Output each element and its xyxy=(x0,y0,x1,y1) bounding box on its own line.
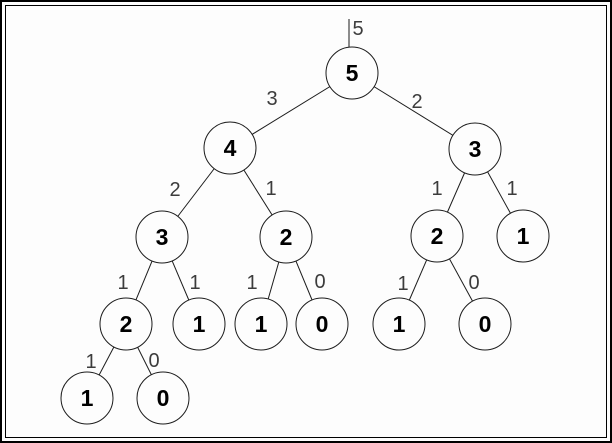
edge-label-lll-lllr: 0 xyxy=(148,350,159,372)
tree-node-value-r: 3 xyxy=(469,136,482,162)
edge-label-root-r: 2 xyxy=(411,91,422,113)
tree-node-value-l: 4 xyxy=(224,135,237,161)
tree-node-value-lr: 2 xyxy=(280,224,293,250)
tree-node-rlr xyxy=(458,297,512,351)
tree-node-rl xyxy=(410,209,464,263)
edge-label-rl-rll: 1 xyxy=(397,273,408,295)
edge-label-r-rr: 1 xyxy=(506,178,517,200)
tree-node-value-lrl: 1 xyxy=(255,311,268,337)
tree-node-value-root: 5 xyxy=(346,60,359,86)
edge-label-lll-llll: 1 xyxy=(85,351,96,373)
tree-node-value-rlr: 0 xyxy=(479,311,492,337)
edge-label-r-rl: 1 xyxy=(431,178,442,200)
tree-node-value-llll: 1 xyxy=(81,385,94,411)
tree-node-lrr xyxy=(295,297,349,351)
root-return-value-label: 5 xyxy=(352,18,363,40)
edge-label-lr-lrr: 0 xyxy=(314,271,325,293)
edge-label-ll-llr: 1 xyxy=(189,272,200,294)
edge-label-lr-lrl: 1 xyxy=(246,272,257,294)
tree-node-l xyxy=(203,121,257,175)
tree-node-value-lll: 2 xyxy=(120,311,133,337)
tree-node-r xyxy=(448,122,502,176)
tree-node-value-llr: 1 xyxy=(193,311,206,337)
tree-node-value-rr: 1 xyxy=(517,223,530,249)
edge-label-l-ll: 2 xyxy=(169,179,180,201)
edge-label-rl-rlr: 0 xyxy=(468,272,479,294)
tree-node-ll xyxy=(135,210,189,264)
tree-node-lr xyxy=(259,210,313,264)
tree-node-lll xyxy=(99,297,153,351)
tree-node-root xyxy=(325,46,379,100)
tree-node-rll xyxy=(372,297,426,351)
tree-node-value-ll: 3 xyxy=(156,224,169,250)
edge-label-ll-lll: 1 xyxy=(117,272,128,294)
tree-node-lllr xyxy=(136,371,190,425)
tree-node-value-lllr: 0 xyxy=(157,385,170,411)
tree-node-value-lrr: 0 xyxy=(316,311,329,337)
edge-label-root-l: 3 xyxy=(266,88,277,110)
tree-node-value-rl: 2 xyxy=(431,223,444,249)
tree-node-value-rll: 1 xyxy=(393,311,406,337)
tree-node-rr xyxy=(496,209,550,263)
tree-node-lrl xyxy=(234,297,288,351)
tree-node-llr xyxy=(172,297,226,351)
tree-node-llll xyxy=(60,371,114,425)
edge-label-l-lr: 1 xyxy=(265,178,276,200)
